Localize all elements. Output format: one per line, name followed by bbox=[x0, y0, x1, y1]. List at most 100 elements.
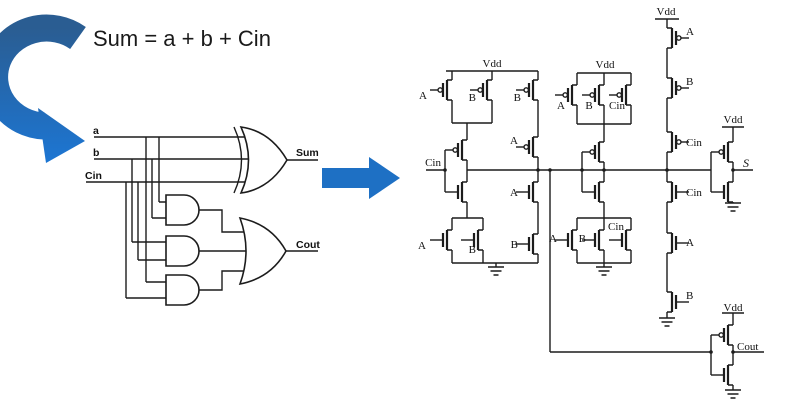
pmos-bubble-icon bbox=[675, 139, 682, 145]
nmos-transistor bbox=[582, 170, 605, 218]
junction-dot bbox=[665, 168, 669, 172]
pmos-bubble-icon bbox=[589, 92, 596, 98]
pmos-transistor bbox=[711, 127, 734, 170]
pmos-transistor bbox=[582, 141, 605, 170]
junction-dot bbox=[536, 168, 540, 172]
transistor-gate-label: A bbox=[419, 90, 427, 102]
junction-dot bbox=[731, 168, 735, 172]
junction-dot bbox=[443, 168, 447, 172]
transistor-gate-label: B bbox=[469, 92, 476, 104]
transistor-gate-label: B bbox=[514, 92, 521, 104]
nmos-transistor bbox=[711, 170, 734, 203]
pmos-bubble-icon bbox=[589, 149, 596, 155]
vdd-label-3: Vdd bbox=[657, 6, 676, 18]
transistor-gate-label: B bbox=[686, 290, 693, 302]
nmos-transistor: Cin bbox=[666, 170, 702, 233]
junction-dot bbox=[548, 168, 552, 172]
pmos-bubble-icon bbox=[437, 87, 444, 93]
junction-dot bbox=[731, 350, 735, 354]
junction-dot bbox=[709, 350, 713, 354]
xor-gate bbox=[239, 126, 288, 194]
cin-input-label: Cin bbox=[425, 157, 441, 169]
input-label-cin: Cin bbox=[85, 170, 102, 182]
cout-output-label: Cout bbox=[737, 341, 758, 353]
pmos-bubble-icon bbox=[675, 85, 682, 91]
pmos-transistor: B bbox=[666, 76, 693, 132]
pmos-bubble-icon bbox=[523, 87, 530, 93]
nmos-transistor: B bbox=[579, 218, 605, 263]
transistor-gate-label: A bbox=[510, 135, 518, 147]
transistor-gate-label: A bbox=[418, 240, 426, 252]
and-gate-3 bbox=[165, 274, 200, 306]
nmos-transistor: A bbox=[549, 218, 578, 263]
transistor-gate-label: B bbox=[469, 244, 476, 256]
vdd-label-1: Vdd bbox=[483, 58, 502, 70]
pmos-transistor: A bbox=[666, 19, 694, 78]
ground-icon bbox=[725, 389, 741, 399]
nmos-transistor: A bbox=[418, 218, 453, 263]
transistor-gate-label: A bbox=[510, 187, 518, 199]
junction-dot bbox=[580, 168, 584, 172]
nmos-transistor: A bbox=[666, 232, 694, 292]
pmos-transistor: A bbox=[419, 71, 453, 123]
logic-diagram: a b Cin Sum Cout bbox=[85, 125, 320, 306]
transistor-gate-label: A bbox=[686, 26, 694, 38]
pmos-transistor bbox=[711, 313, 734, 352]
vdd-label-4: Vdd bbox=[724, 114, 743, 126]
transistor-gate-label: B bbox=[686, 76, 693, 88]
pmos-bubble-icon bbox=[616, 92, 623, 98]
pmos-transistor bbox=[445, 123, 468, 170]
transistor-gate-label: B bbox=[579, 233, 586, 245]
nmos-transistor: B bbox=[461, 218, 484, 263]
pmos-bubble-icon bbox=[477, 87, 484, 93]
pmos-transistor: Cin bbox=[666, 131, 702, 170]
transition-arrow-icon bbox=[322, 157, 400, 199]
input-label-b: b bbox=[93, 147, 99, 159]
pmos-bubble-icon bbox=[718, 149, 725, 155]
nmos-transistor: Cin bbox=[608, 218, 632, 263]
output-label-sum: Sum bbox=[296, 147, 319, 159]
and-gate-2 bbox=[165, 235, 200, 267]
s-output-label: S bbox=[743, 156, 749, 170]
or-gate bbox=[238, 216, 287, 286]
logic-wires bbox=[86, 136, 250, 299]
and-gate-1 bbox=[165, 194, 200, 226]
nmos-transistor: B bbox=[511, 233, 539, 263]
transistor-gate-label: Cin bbox=[686, 137, 702, 149]
pmos-transistor: B bbox=[582, 73, 605, 124]
ground-icon bbox=[725, 202, 741, 212]
pmos-bubble-icon bbox=[562, 92, 569, 98]
output-label-cout: Cout bbox=[296, 239, 320, 251]
pmos-transistor: Cin bbox=[609, 73, 632, 124]
formula-title: Sum = a + b + Cin bbox=[93, 26, 271, 51]
transistor-gate-label: A bbox=[549, 233, 557, 245]
nmos-transistor bbox=[711, 352, 734, 390]
logic-gates bbox=[165, 126, 288, 306]
pmos-transistor: A bbox=[555, 73, 578, 124]
ground-icon bbox=[488, 266, 504, 276]
input-label-a: a bbox=[93, 125, 99, 137]
vdd-label-5: Vdd bbox=[724, 302, 743, 314]
curved-arrow-icon bbox=[0, 14, 86, 163]
pmos-bubble-icon bbox=[452, 147, 459, 153]
transistor-gate-label: Cin bbox=[608, 221, 624, 233]
transistor-gate-label: A bbox=[686, 237, 694, 249]
transistor-gate-label: Cin bbox=[609, 100, 625, 112]
transistor-gate-label: Cin bbox=[686, 187, 702, 199]
transistor-gate-label: A bbox=[557, 100, 565, 112]
nmos-transistor: B bbox=[666, 290, 693, 318]
ground-icon bbox=[596, 266, 612, 276]
vdd-label-2: Vdd bbox=[596, 59, 615, 71]
pmos-bubble-icon bbox=[675, 35, 682, 41]
pmos-bubble-icon bbox=[718, 332, 725, 338]
nmos-transistor bbox=[445, 170, 468, 218]
cmos-text-labels: Vdd Vdd Vdd Vdd Vdd Cin S Cout bbox=[425, 6, 758, 353]
xor-gate-back-arc bbox=[233, 126, 243, 194]
junction-dot bbox=[602, 168, 606, 172]
nmos-transistor: A bbox=[510, 170, 539, 234]
ground-icon bbox=[659, 317, 675, 327]
pmos-transistor: B bbox=[514, 71, 539, 137]
